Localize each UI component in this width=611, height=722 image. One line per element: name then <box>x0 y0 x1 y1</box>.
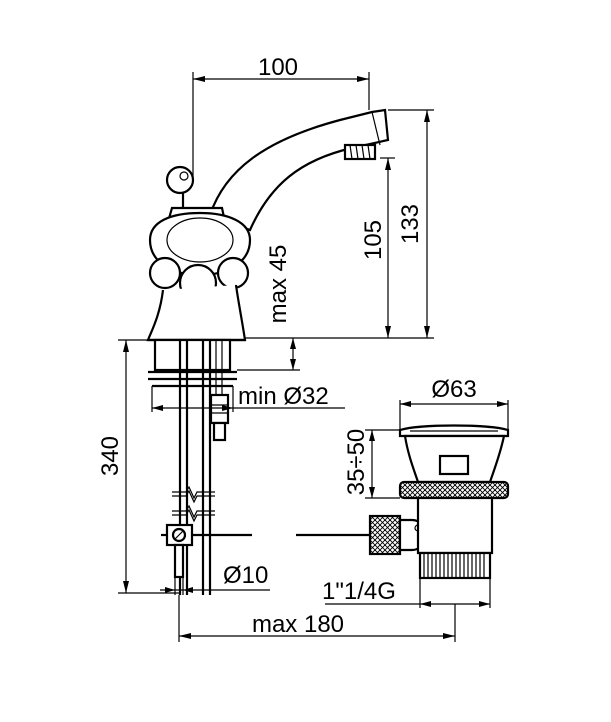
aerator <box>343 143 377 161</box>
label-drain-thread: 1"1/4G <box>322 578 396 605</box>
mixer-body <box>146 108 390 595</box>
label-drain-range: 35÷50 <box>343 429 370 496</box>
label-drain-cap-diameter: Ø63 <box>431 376 476 403</box>
label-rod-length: 340 <box>97 436 124 476</box>
label-total-height: 133 <box>397 204 424 244</box>
label-hole-diameter: min Ø32 <box>238 383 329 410</box>
label-spout-height: 105 <box>360 220 387 260</box>
label-rod-diameter: Ø10 <box>223 562 268 589</box>
lever-knob <box>165 165 195 195</box>
dimension-lines <box>118 72 509 642</box>
label-max-thickness: max 45 <box>265 245 292 324</box>
label-spout-reach: 100 <box>258 54 298 81</box>
label-max-distance: max 180 <box>252 611 344 638</box>
drain-assembly <box>296 424 510 580</box>
spout <box>208 108 390 232</box>
